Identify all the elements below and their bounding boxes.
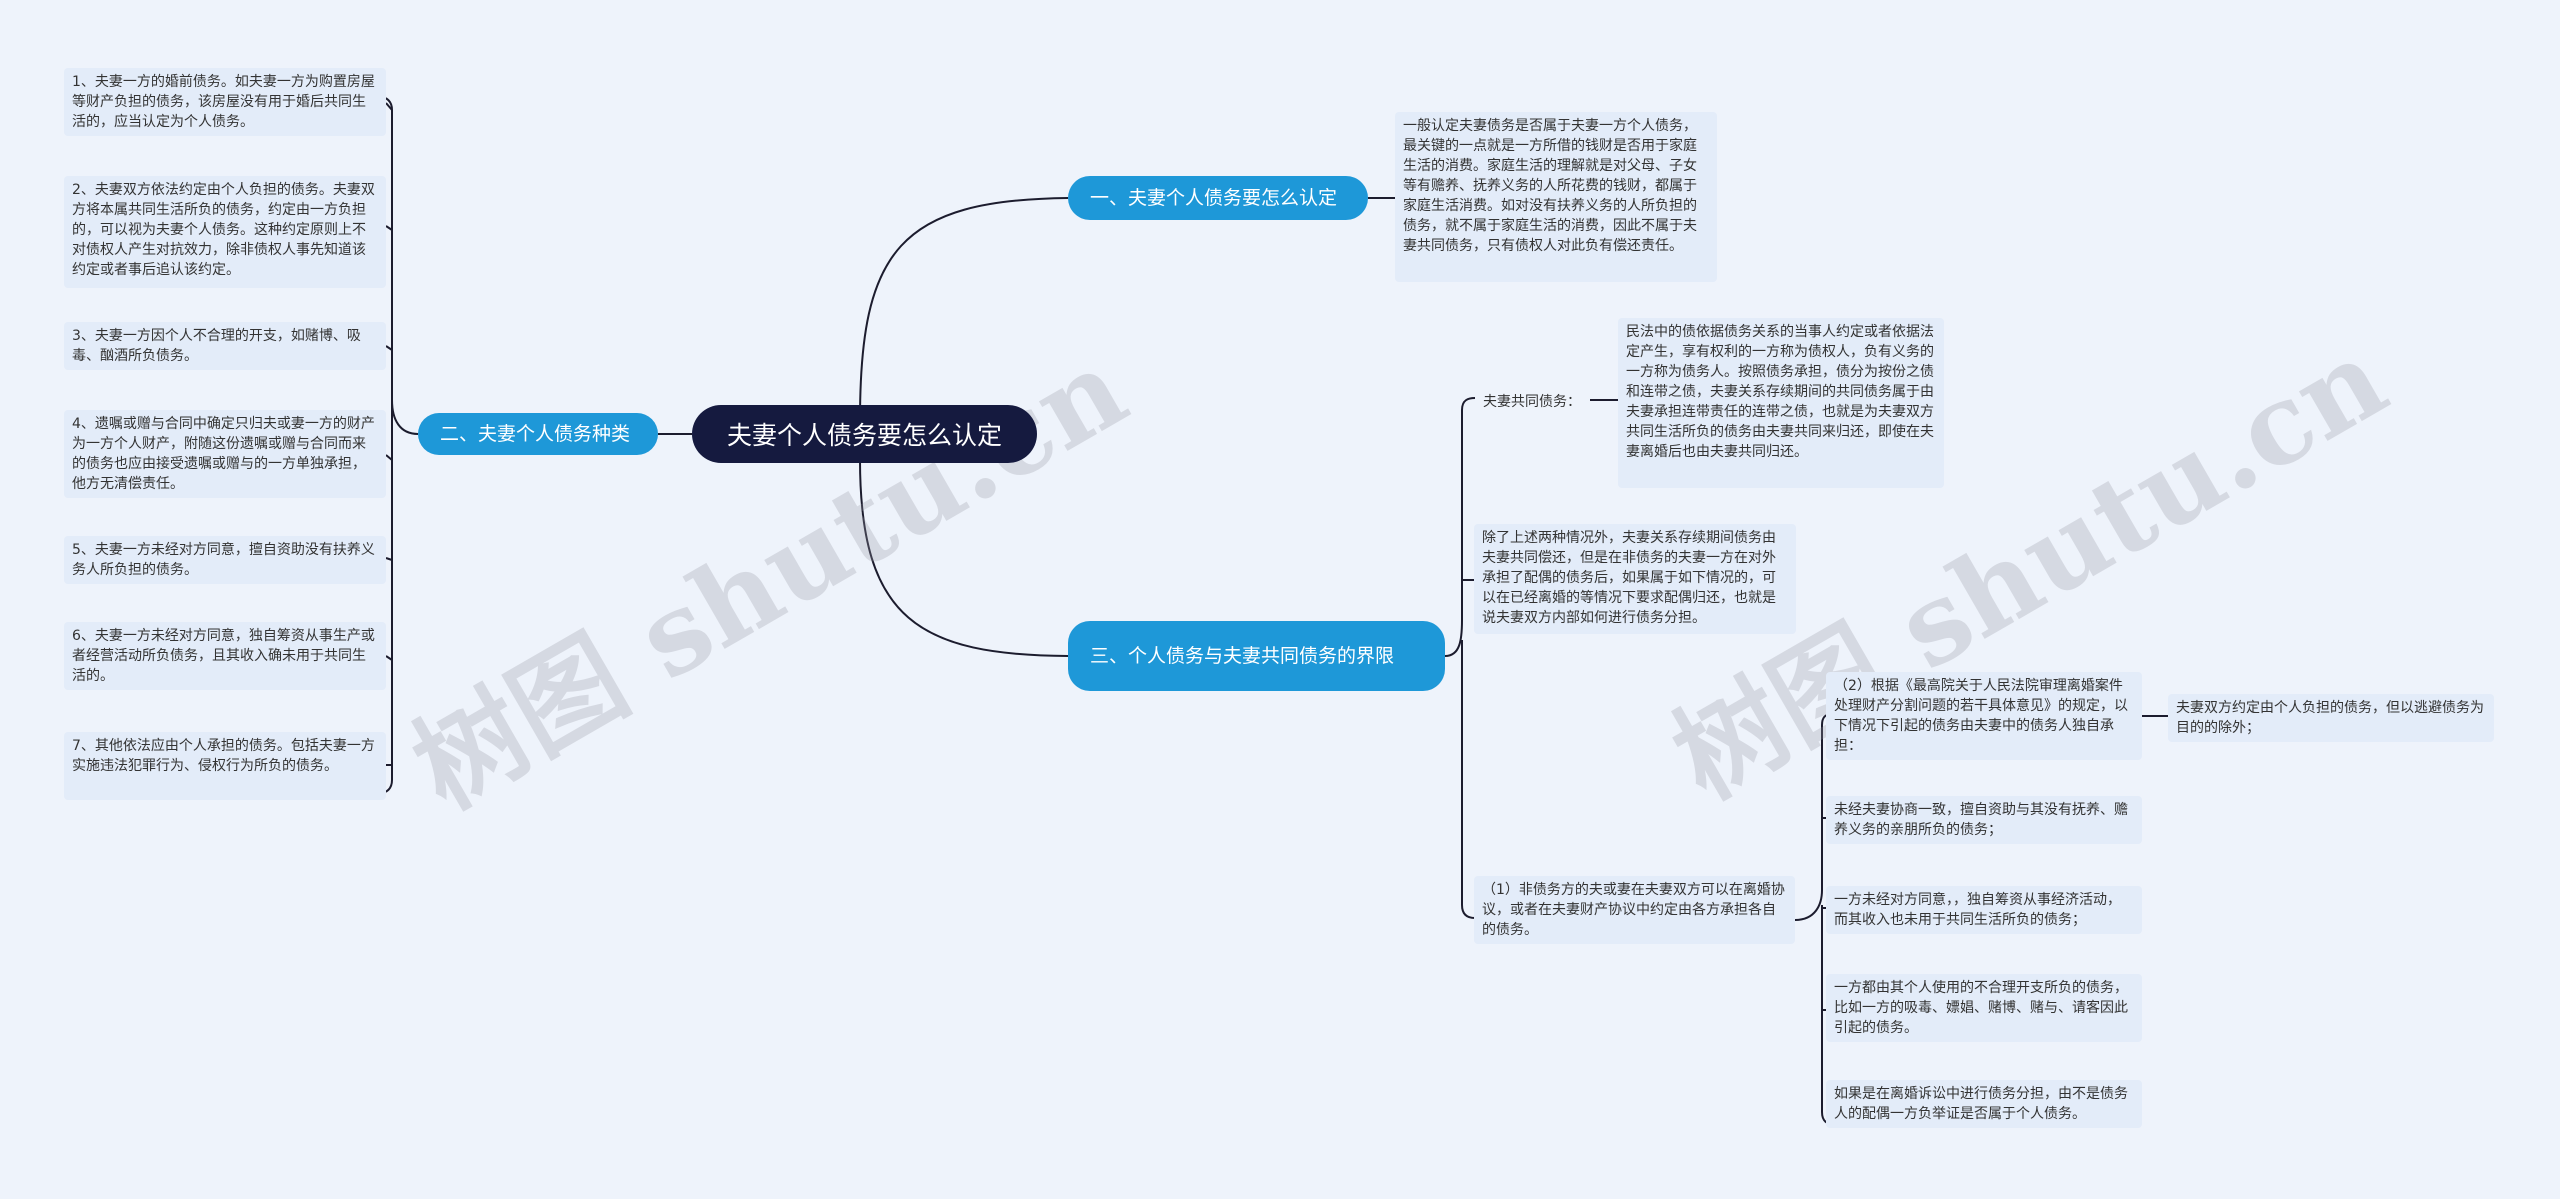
branch-personal-debt-types[interactable]: 二、夫妻个人债务种类 <box>418 413 658 455</box>
debt-type-item[interactable]: 6、夫妻一方未经对方同意，独自筹资从事生产或者经营活动所负债务，且其收入确未用于… <box>64 622 386 690</box>
sub-case-item[interactable]: 如果是在离婚诉讼中进行债务分担，由不是债务人的配偶一方负举证是否属于个人债务。 <box>1826 1080 2142 1128</box>
sub-case-item[interactable]: 未经夫妻协商一致，擅自资助与其没有抚养、赡养义务的亲朋所负的债务； <box>1826 796 2142 844</box>
root-topic[interactable]: 夫妻个人债务要怎么认定 <box>692 405 1037 463</box>
root-topic-label: 夫妻个人债务要怎么认定 <box>726 421 1002 450</box>
link-root-branch3 <box>859 459 1069 657</box>
sub-case-item[interactable]: 一方都由其个人使用的不合理开支所负的债务，比如一方的吸毒、嫖娼、赌博、赌与、请客… <box>1826 974 2142 1042</box>
branch3-label: 三、个人债务与夫妻共同债务的界限 <box>1090 645 1395 667</box>
link-root-branch1 <box>859 197 1069 421</box>
branch-personal-debt-definition[interactable]: 一、夫妻个人债务要怎么认定 <box>1068 176 1368 220</box>
agreement-clause[interactable]: （1）非债务方的夫或妻在夫妻双方可以在离婚协议，或者在夫妻财产协议中约定由各方承… <box>1474 876 1795 944</box>
debt-type-item[interactable]: 7、其他依法应由个人承担的债务。包括夫妻一方实施违法犯罪行为、侵权行为所负的债务… <box>64 732 386 800</box>
branch2-label: 二、夫妻个人债务种类 <box>440 423 631 445</box>
debt-type-item[interactable]: 3、夫妻一方因个人不合理的开支，如赌博、吸毒、酗酒所负债务。 <box>64 322 386 370</box>
court-opinion-note[interactable]: 夫妻双方约定由个人负担的债务，但以逃避债务为目的的除外； <box>2168 694 2494 742</box>
branch-debt-boundary[interactable]: 三、个人债务与夫妻共同债务的界限 <box>1068 621 1445 691</box>
debt-type-item[interactable]: 2、夫妻双方依法约定由个人负担的债务。夫妻双方将本属共同生活所负的债务，约定由一… <box>64 176 386 288</box>
branch1-detail[interactable]: 一般认定夫妻债务是否属于夫妻一方个人债务，最关键的一点就是一方所借的钱财是否用于… <box>1395 112 1717 282</box>
link-branch3-bracket <box>1444 397 1476 919</box>
branch1-label: 一、夫妻个人债务要怎么认定 <box>1090 187 1338 209</box>
debt-type-item[interactable]: 1、夫妻一方的婚前债务。如夫妻一方为购置房屋等财产负担的债务，该房屋没有用于婚后… <box>64 68 386 136</box>
debt-type-item[interactable]: 5、夫妻一方未经对方同意，擅自资助没有扶养义务人所负担的债务。 <box>64 536 386 584</box>
debt-type-item[interactable]: 4、遗嘱或赠与合同中确定只归夫或妻一方的财产为一方个人财产，附随这份遗嘱或赠与合… <box>64 410 386 498</box>
sub-case-item[interactable]: 一方未经对方同意，，独自筹资从事经济活动，而其收入也未用于共同生活所负的债务； <box>1826 886 2142 934</box>
joint-debt-detail[interactable]: 民法中的债依据债务关系的当事人约定或者依据法定产生，享有权利的一方称为债权人，负… <box>1618 318 1944 488</box>
joint-debt-label[interactable]: 夫妻共同债务： <box>1483 394 1581 410</box>
court-opinion-clause[interactable]: （2）根据《最高院关于人民法院审理离婚案件处理财产分割问题的若干具体意见》的规定… <box>1826 672 2142 760</box>
other-cases-detail[interactable]: 除了上述两种情况外，夫妻关系存续期间债务由夫妻共同偿还，但是在非债务的夫妻一方在… <box>1474 524 1796 634</box>
link-branch2-bracket <box>384 97 419 793</box>
